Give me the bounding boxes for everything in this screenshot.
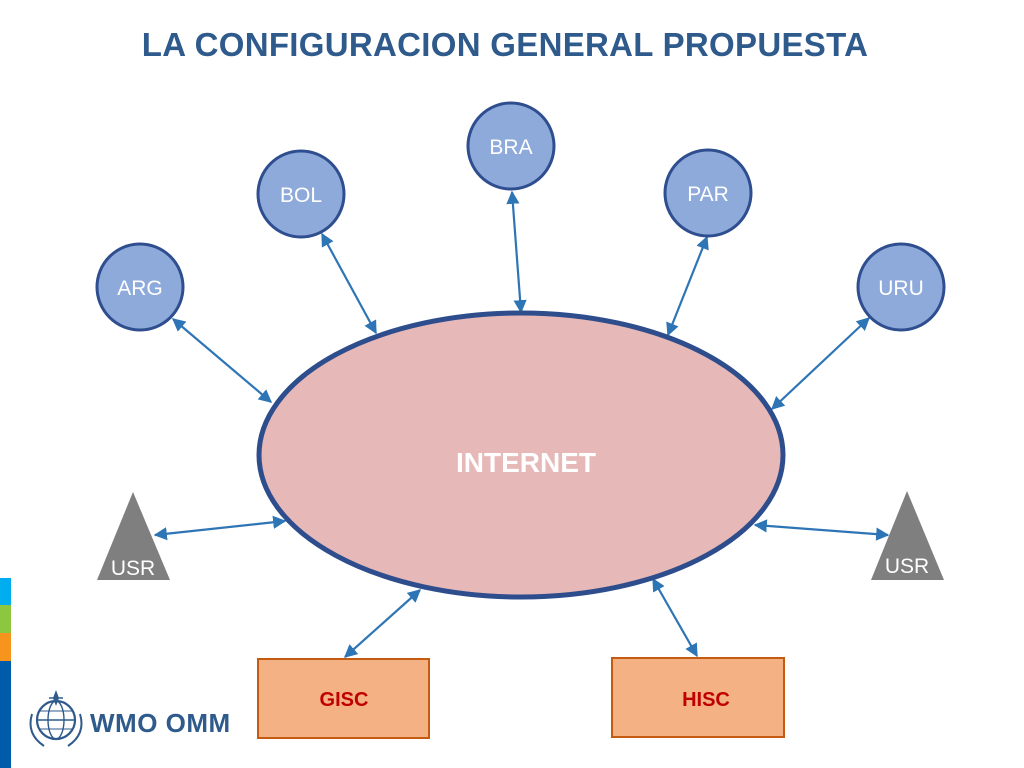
node-label-par: PAR	[687, 183, 729, 206]
wmo-emblem-icon	[29, 690, 83, 747]
node-bra: BRA	[466, 101, 556, 191]
hisc-box: HISC	[611, 657, 785, 738]
slide-title: LA CONFIGURACION GENERAL PROPUESTA	[141, 26, 869, 63]
accent-stripe-cyan	[0, 578, 11, 605]
node-label-arg: ARG	[117, 277, 163, 300]
user-left: USR	[97, 492, 170, 580]
user-left-label: USR	[111, 557, 155, 580]
node-label-bol: BOL	[280, 184, 322, 207]
link-par	[666, 235, 709, 337]
accent-stripe-blue	[0, 661, 11, 768]
node-par: PAR	[663, 148, 753, 238]
link-arg	[171, 318, 273, 403]
link-hisc	[652, 577, 698, 658]
node-arg: ARG	[95, 242, 185, 332]
gisc-label: GISC	[320, 689, 369, 711]
wmo-logo-text: WMO OMM	[90, 708, 231, 738]
accent-stripe-green	[0, 605, 11, 633]
user-right: USR	[871, 491, 944, 580]
user-right-label: USR	[885, 555, 929, 578]
node-label-uru: URU	[878, 277, 924, 300]
link-bol	[321, 232, 377, 335]
hisc-label: HISC	[682, 689, 730, 711]
link-uru	[771, 317, 870, 410]
node-label-bra: BRA	[489, 136, 532, 159]
link-bra	[506, 190, 527, 314]
node-uru: URU	[856, 242, 946, 332]
connectors	[153, 190, 890, 658]
link-usr-left	[153, 515, 287, 541]
link-gisc	[344, 589, 421, 658]
link-usr-right	[753, 519, 890, 541]
internet-node: INTERNET	[256, 310, 786, 600]
internet-label: INTERNET	[456, 447, 596, 478]
gisc-box: GISC	[257, 658, 430, 739]
accent-stripe-orange	[0, 633, 11, 661]
node-bol: BOL	[256, 149, 346, 239]
